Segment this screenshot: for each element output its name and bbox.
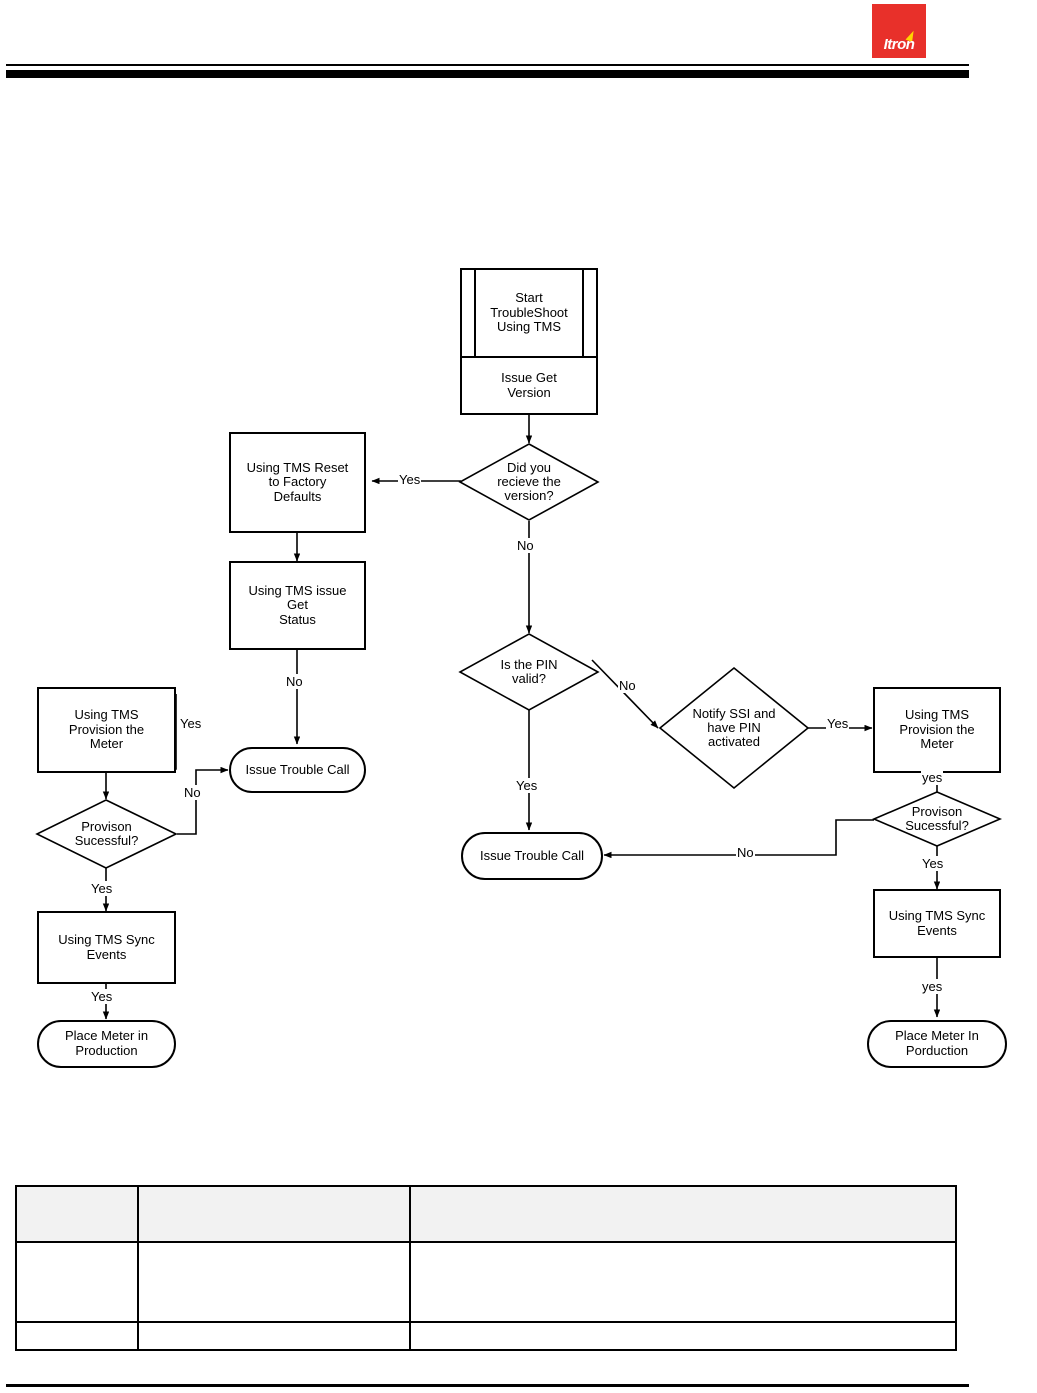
node-issue-trouble-call-left: Issue Trouble Call	[229, 747, 366, 793]
edge-label-sync-right-yes: yes	[921, 979, 944, 994]
node-start-troubleshoot: Start TroubleShoot Using TMS Issue Get V…	[460, 268, 598, 415]
table-header-cell-3	[409, 1185, 957, 1243]
node-issue-trouble-call-center: Issue Trouble Call	[461, 832, 603, 880]
node-provision-meter-right: Using TMS Provision the Meter	[873, 687, 1001, 773]
node-sync-events-right: Using TMS Sync Events	[873, 889, 1001, 958]
node-start-top-label: Start TroubleShoot Using TMS	[490, 290, 568, 335]
node-provision-meter-left-label: Using TMS Provision the Meter	[68, 707, 145, 752]
table-cell	[137, 1241, 411, 1323]
node-place-meter-right-label: Place Meter In Porduction	[895, 1028, 979, 1058]
header-rule-thin	[6, 64, 969, 66]
logo-wordmark: Itron	[883, 36, 915, 53]
node-reset-to-factory: Using TMS Reset to Factory Defaults	[229, 432, 366, 533]
node-issue-get-version: Issue Get Version	[462, 358, 596, 413]
node-provision-meter-left: Using TMS Provision the Meter	[37, 687, 176, 773]
edge-label-provision-right-yes-bottom: Yes	[921, 856, 945, 871]
itron-logo: Itron	[872, 4, 926, 58]
table-cell	[409, 1241, 957, 1323]
troubleshoot-flowchart: Start TroubleShoot Using TMS Issue Get V…	[35, 268, 1007, 1068]
decision-provision-successful-left-label: Provison Sucessful?	[74, 818, 139, 848]
edge-label-provision-left-yes-bottom: Yes	[90, 881, 114, 896]
decision-is-pin-valid-label: Is the PIN valid?	[500, 656, 558, 686]
header-rule-thick	[6, 70, 969, 78]
edge-label-notify-yes: Yes	[826, 716, 850, 731]
table-cell	[409, 1321, 957, 1351]
node-issue-trouble-call-center-label: Issue Trouble Call	[479, 847, 585, 863]
edge-label-provision-left-yes-top: Yes	[179, 716, 203, 731]
node-issue-trouble-call-left-label: Issue Trouble Call	[245, 761, 350, 777]
decision-provision-successful-right-label: Provison Sucessful?	[905, 803, 969, 833]
edge-label-provision-right-no: No	[736, 845, 755, 860]
flowchart-connectors	[102, 415, 941, 1020]
edge-label-pin-yes: Yes	[515, 778, 539, 793]
decision-did-receive-version-label: Did you recieve the version?	[497, 459, 561, 504]
decision-provision-successful-left: Provison Sucessful?	[35, 799, 178, 869]
footer-rule	[6, 1384, 969, 1387]
edge-label-sync-left-yes: Yes	[90, 989, 114, 1004]
edge-label-provision-left-no: No	[183, 785, 202, 800]
node-place-meter-left: Place Meter in Production	[37, 1020, 176, 1068]
node-start-top: Start TroubleShoot Using TMS	[462, 270, 596, 358]
node-reset-to-factory-label: Using TMS Reset to Factory Defaults	[246, 459, 349, 504]
edge-label-version-yes: Yes	[398, 472, 422, 487]
node-place-meter-left-label: Place Meter in Production	[64, 1028, 149, 1058]
node-sync-events-left-label: Using TMS Sync Events	[58, 931, 155, 962]
edge-label-provision-right-yes-top: yes	[921, 770, 944, 785]
table-row	[15, 1241, 957, 1323]
edge-label-pin-no: No	[618, 678, 637, 693]
table-cell	[137, 1321, 411, 1351]
table-header-cell-1	[15, 1185, 139, 1243]
table-header-row	[15, 1185, 957, 1243]
node-sync-events-right-label: Using TMS Sync Events	[888, 907, 986, 938]
node-sync-events-left: Using TMS Sync Events	[37, 911, 176, 984]
edge-label-get-status-no: No	[285, 674, 304, 689]
table-cell	[15, 1241, 139, 1323]
edge-label-version-no: No	[516, 538, 535, 553]
decision-notify-ssi-label: Notify SSI and have PIN activated	[692, 705, 776, 750]
table-cell	[15, 1321, 139, 1351]
node-issue-get-status-label: Using TMS issue Get Status	[248, 582, 347, 627]
table-header-cell-2	[137, 1185, 411, 1243]
decision-provision-successful-right: Provison Sucessful?	[871, 791, 1003, 847]
decision-is-pin-valid: Is the PIN valid?	[458, 633, 600, 711]
decision-did-receive-version: Did you recieve the version?	[458, 443, 600, 521]
table-row	[15, 1321, 957, 1351]
revision-table	[15, 1185, 957, 1351]
node-provision-meter-right-label: Using TMS Provision the Meter	[899, 707, 975, 752]
decision-notify-ssi: Notify SSI and have PIN activated	[658, 666, 810, 790]
node-issue-get-version-label: Issue Get Version	[501, 369, 557, 400]
node-place-meter-right: Place Meter In Porduction	[867, 1020, 1007, 1068]
node-issue-get-status: Using TMS issue Get Status	[229, 561, 366, 650]
